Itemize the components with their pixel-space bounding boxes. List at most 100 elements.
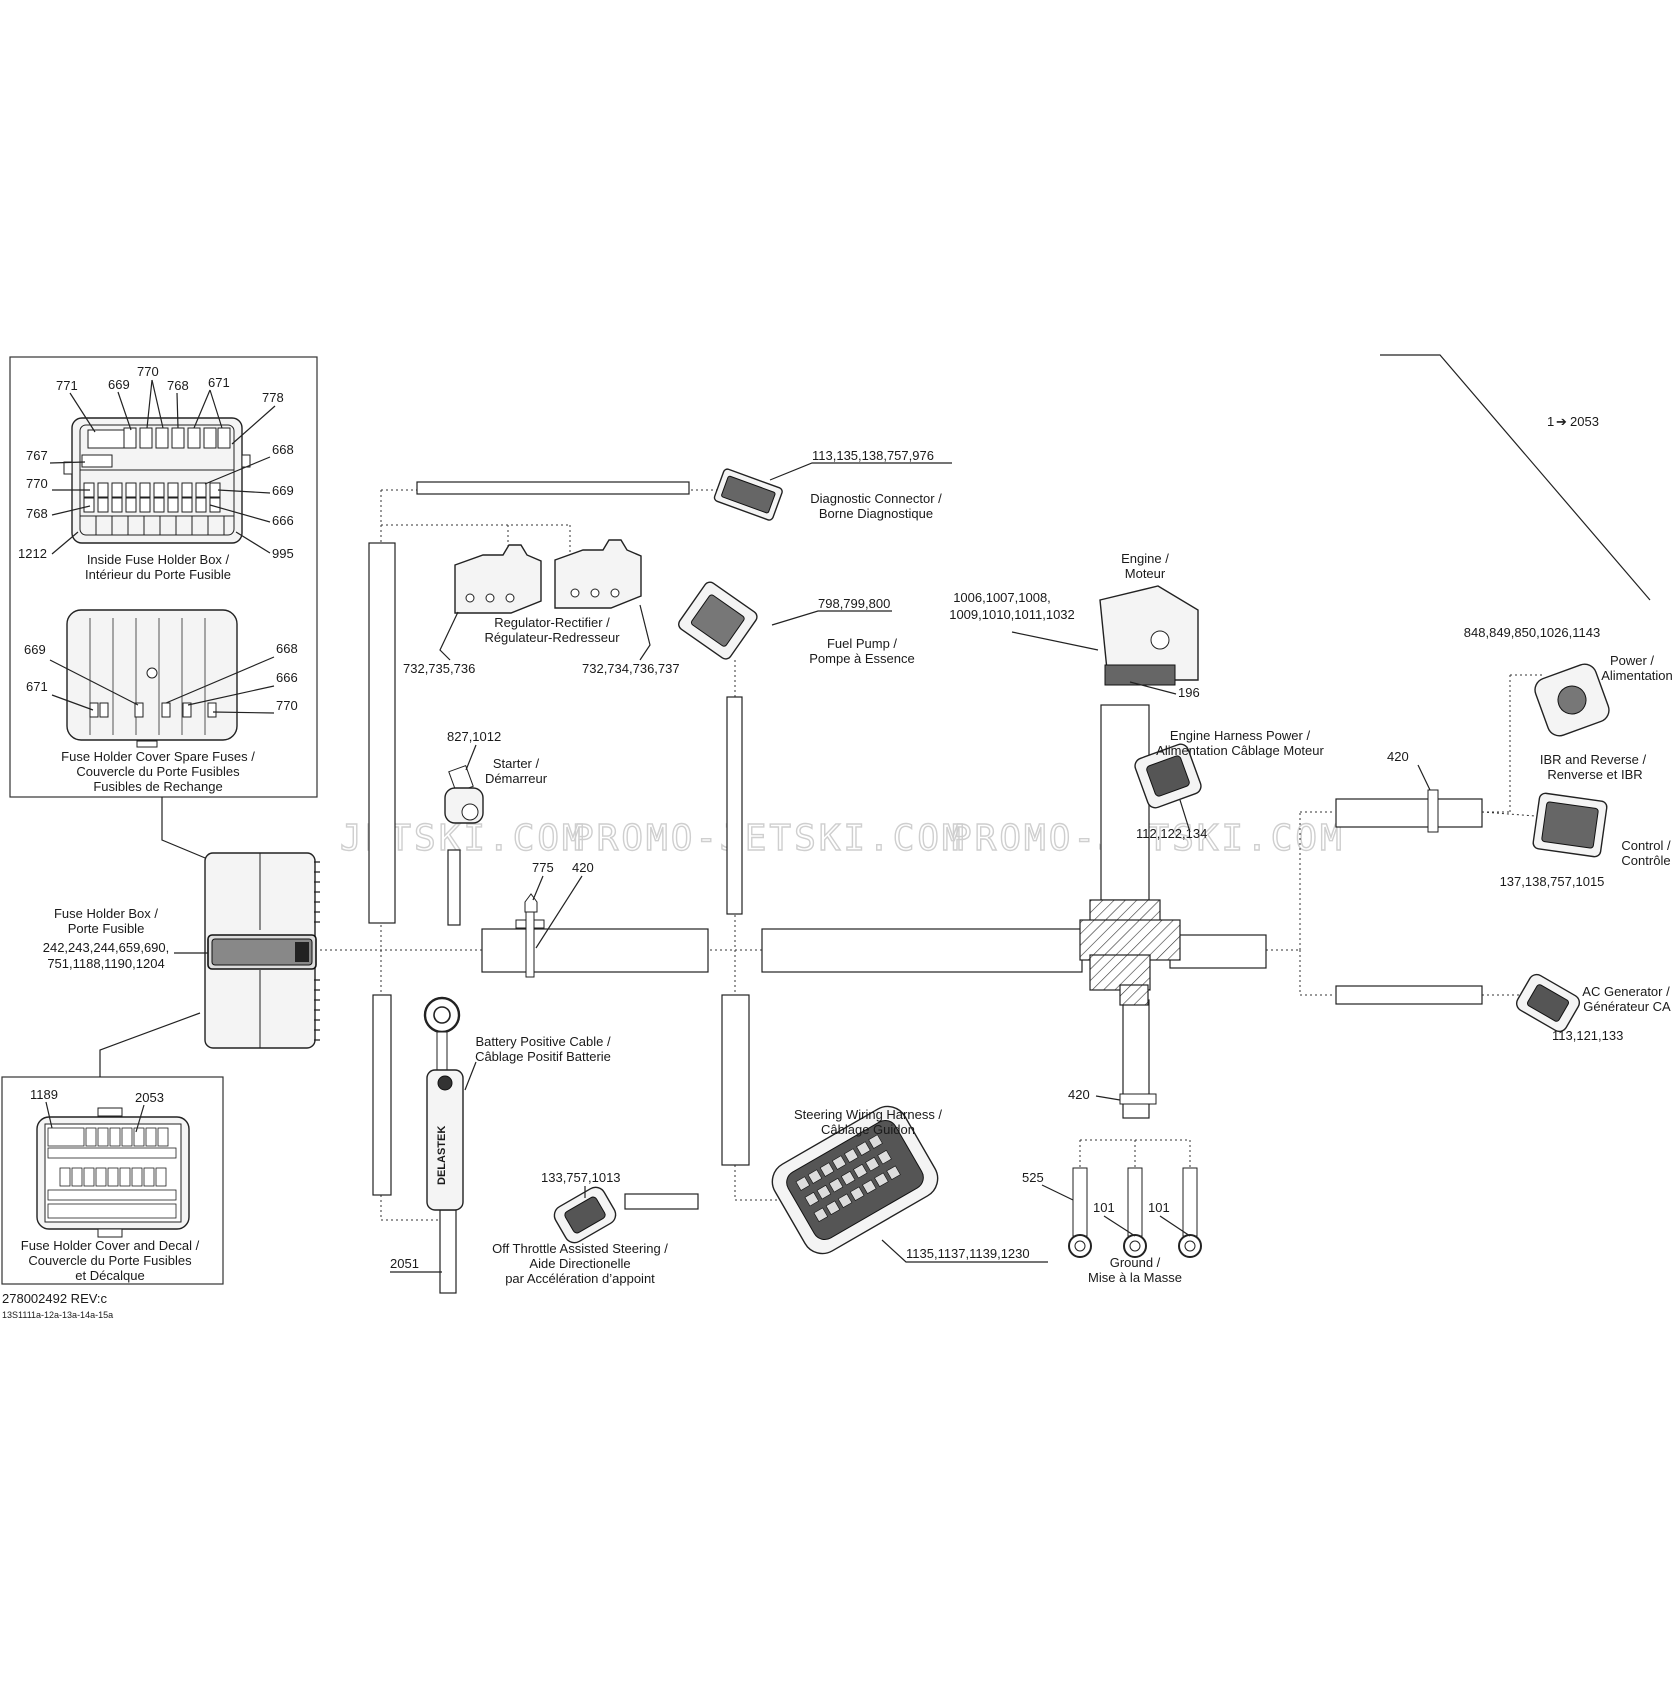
battery-cable-tube [439, 1209, 457, 1294]
callout-669-inside: 669 [272, 483, 294, 498]
ots-tube [624, 1193, 699, 1210]
cover-spare-callouts: 669 668 671 666 770 Fuse Holder Cover Sp… [24, 641, 298, 794]
acgen-numbers: 113,121,133 [1552, 1028, 1623, 1043]
callout-669-top: 669 [108, 377, 130, 392]
tie-clip-right [1427, 789, 1439, 833]
callout-767: 767 [26, 448, 48, 463]
ots-label-fr-2: par Accélération d’appoint [505, 1271, 655, 1286]
drawing-reference: 13S1111a-12a-13a-14a-15a [2, 1310, 113, 1320]
steering-trunk [721, 994, 750, 1166]
inset-leader [161, 797, 211, 861]
vertical-trunk-left-upper [368, 542, 396, 924]
fuse-box-numbers-1: 242,243,244,659,690, [43, 940, 170, 955]
ehp-label-en: Engine Harness Power / [1170, 728, 1311, 743]
starter-numbers: 827,1012 [447, 729, 501, 744]
inset-fuse-holder-detail: 771 669 770 768 671 778 767 668 770 669 … [9, 356, 318, 861]
main-trunk-right [1169, 934, 1267, 969]
ehp-numbers: 112,122,134 [1136, 826, 1207, 841]
steering-label-fr: Câblage Guidon [821, 1122, 915, 1137]
steering-wiring-harness-connector: Steering Wiring Harness / Câblage Guidon… [771, 1105, 1048, 1263]
acgen-label-en: AC Generator / [1582, 984, 1670, 999]
regulator-label-fr: Régulateur-Redresseur [484, 630, 620, 645]
cover-spare-label-fr-2: Fusibles de Rechange [93, 779, 222, 794]
ac-generator-connector: AC Generator / Générateur CA 113,121,133 [1515, 973, 1671, 1043]
callout-778: 778 [262, 390, 284, 405]
ots-connector: 133,757,1013 Off Throttle Assisted Steer… [492, 1170, 668, 1286]
engine-label-fr: Moteur [1125, 566, 1166, 581]
callout-770-inside: 770 [26, 476, 48, 491]
fuse-holder-box: Fuse Holder Box / Porte Fusible 242,243,… [43, 852, 320, 1049]
ibr-label-en: IBR and Reverse / [1540, 752, 1647, 767]
vertical-trunk-left-lower [372, 994, 392, 1196]
inside-fuse-label-en: Inside Fuse Holder Box / [87, 552, 230, 567]
harness-trunks [320, 481, 1545, 1294]
callout-671-cover: 671 [26, 679, 48, 694]
reference-2053: 1 ➔ 2053 [1380, 354, 1651, 601]
cover-decal-label-fr: Couvercle du Porte Fusibles [28, 1253, 192, 1268]
steering-numbers: 1135,1137,1139,1230 [906, 1246, 1030, 1261]
engine-connector: Engine / Moteur 1006,1007,1008, 1009,101… [949, 551, 1199, 700]
callout-669-cover: 669 [24, 642, 46, 657]
power-label-fr: Alimentation [1601, 668, 1673, 683]
ots-label-fr: Aide Directionelle [529, 1256, 630, 1271]
fuel-pump-tube [726, 696, 743, 915]
fitting-775: 775 420 [515, 860, 594, 978]
callout-196: 196 [1178, 685, 1200, 700]
watermark-text-2: PROMO-JETSKI.COM [572, 818, 967, 859]
acgen-label-fr: Générateur CA [1583, 999, 1671, 1014]
fuel-pump-numbers: 798,799,800 [818, 596, 890, 611]
callout-420-left: 420 [572, 860, 594, 875]
part-reference: 278002492 REV:c [2, 1291, 108, 1306]
main-trunk-center [761, 928, 1083, 973]
callout-1212: 1212 [18, 546, 47, 561]
main-trunk-left [481, 928, 709, 973]
engine-label-en: Engine / [1121, 551, 1169, 566]
ehp-label-fr: Alimentation Câblage Moteur [1156, 743, 1324, 758]
starter-label-en: Starter / [493, 756, 540, 771]
callout-671-top: 671 [208, 375, 230, 390]
fuel-pump-label-fr: Pompe à Essence [809, 651, 915, 666]
fuel-pump-connector: 798,799,800 Fuel Pump / Pompe à Essence [678, 581, 915, 666]
starter-tube [447, 849, 461, 926]
callout-775: 775 [532, 860, 554, 875]
callout-525: 525 [1022, 1170, 1044, 1185]
callout-771: 771 [56, 378, 78, 393]
diagnostic-tube [416, 481, 690, 495]
power-label-en: Power / [1610, 653, 1654, 668]
inset-frame-2 [1, 1076, 224, 1285]
callout-101-left: 101 [1093, 1200, 1115, 1215]
cover-spare-fuses-drawing [66, 609, 238, 748]
battery-positive-cable: DELASTEK Battery Positive Cable / Câblag… [390, 996, 611, 1273]
regulator-numbers-right: 732,734,736,737 [582, 661, 680, 676]
ground-terminal-3 [1178, 1167, 1202, 1258]
right-callout-420: 420 [1387, 749, 1431, 791]
callout-101-right: 101 [1148, 1200, 1170, 1215]
diagnostic-label-fr: Borne Diagnostique [819, 506, 933, 521]
engine-trunk [1100, 704, 1150, 901]
diagnostic-label-en: Diagnostic Connector / [810, 491, 942, 506]
harness-junction [1079, 899, 1181, 1006]
regulator-label-en: Regulator-Rectifier / [494, 615, 610, 630]
fuel-pump-label-en: Fuel Pump / [827, 636, 897, 651]
ground-terminal-2 [1123, 1167, 1147, 1258]
inset-cover-decal: 1189 2053 Fuse Holder Cover and Decal / … [1, 1012, 224, 1285]
battery-label-en: Battery Positive Cable / [475, 1034, 611, 1049]
ref-arrow-target: 2053 [1570, 414, 1599, 429]
diagnostic-connector: 113,135,138,757,976 Diagnostic Connector… [713, 448, 952, 521]
callout-420-right: 420 [1387, 749, 1409, 764]
inside-fuse-label-fr: Intérieur du Porte Fusible [85, 567, 231, 582]
battery-label-fr: Câblage Positif Batterie [475, 1049, 611, 1064]
control-connector: IBR and Reverse / Renverse et IBR Contro… [1500, 752, 1671, 889]
cover-spare-label-fr: Couvercle du Porte Fusibles [76, 764, 240, 779]
ground-label-en: Ground / [1110, 1255, 1161, 1270]
ibr-label-fr: Renverse et IBR [1547, 767, 1642, 782]
inset-frame [9, 356, 318, 798]
regulator-numbers-left: 732,735,736 [403, 661, 475, 676]
control-label-en: Control / [1621, 838, 1671, 853]
control-numbers: 137,138,757,1015 [1500, 874, 1605, 889]
fuse-box-label-fr: Porte Fusible [68, 921, 145, 936]
callout-666-inside: 666 [272, 513, 294, 528]
delastek-label: DELASTEK [436, 1126, 448, 1185]
inside-fuse-callouts: 771 669 770 768 671 778 767 668 770 669 … [18, 364, 294, 582]
